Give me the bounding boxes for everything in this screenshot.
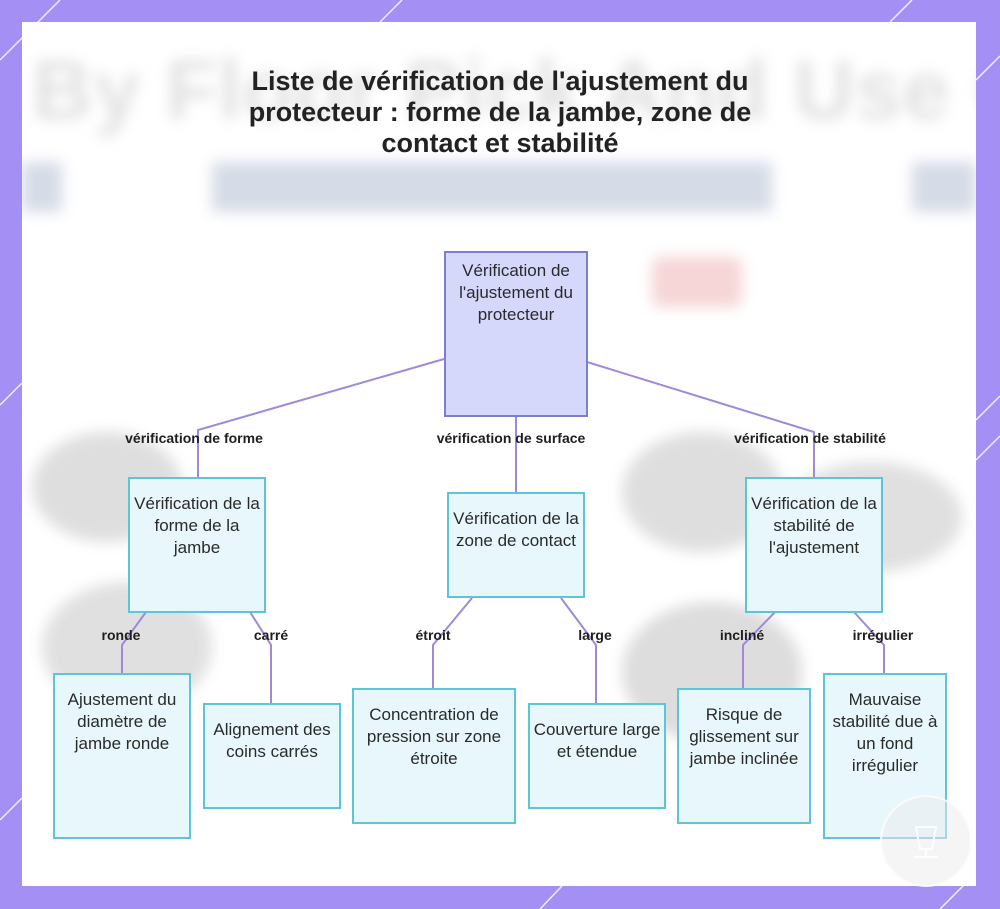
node-square-label: Alignement des coins carrés xyxy=(205,719,339,763)
edge-label-surface: vérification de surface xyxy=(437,430,586,446)
edge-label-wide: large xyxy=(578,627,611,643)
node-stability-label: Vérification de la stabilité de l'ajuste… xyxy=(747,493,881,559)
node-square: Alignement des coins carrés xyxy=(203,703,341,809)
node-narrow-label: Concentration de pression sur zone étroi… xyxy=(354,704,514,770)
edge-label-irregular: irrégulier xyxy=(853,627,914,643)
node-inclined-label: Risque de glissement sur jambe inclinée xyxy=(679,704,809,770)
node-root-label: Vérification de l'ajustement du protecte… xyxy=(446,260,586,326)
node-wide: Couverture large et étendue xyxy=(528,703,666,809)
edge-label-stability: vérification de stabilité xyxy=(734,430,886,446)
edge-label-shape: vérification de forme xyxy=(125,430,263,446)
node-leg-shape-label: Vérification de la forme de la jambe xyxy=(130,493,264,559)
node-round: Ajustement du diamètre de jambe ronde xyxy=(53,673,191,839)
node-inclined: Risque de glissement sur jambe inclinée xyxy=(677,688,811,824)
node-narrow: Concentration de pression sur zone étroi… xyxy=(352,688,516,824)
node-contact-zone: Vérification de la zone de contact xyxy=(447,492,585,598)
edge-label-inclined: incliné xyxy=(720,627,764,643)
edge-root-shape xyxy=(198,359,444,478)
node-contact-zone-label: Vérification de la zone de contact xyxy=(449,508,583,552)
node-root: Vérification de l'ajustement du protecte… xyxy=(444,251,588,417)
edge-surface-wide xyxy=(561,598,596,703)
edge-stability-inclined xyxy=(743,612,775,688)
watermark-logo-icon xyxy=(880,795,972,887)
node-wide-label: Couverture large et étendue xyxy=(530,719,664,763)
edge-root-stability xyxy=(587,362,814,478)
edge-label-round: ronde xyxy=(102,627,141,643)
edge-label-narrow: étroit xyxy=(416,627,451,643)
node-irregular-label: Mauvaise stabilité due à un fond irrégul… xyxy=(825,689,945,777)
edge-shape-square xyxy=(250,612,271,703)
edge-label-square: carré xyxy=(254,627,288,643)
node-stability: Vérification de la stabilité de l'ajuste… xyxy=(745,477,883,613)
edge-surface-narrow xyxy=(433,598,472,688)
node-leg-shape: Vérification de la forme de la jambe xyxy=(128,477,266,613)
node-round-label: Ajustement du diamètre de jambe ronde xyxy=(55,689,189,755)
